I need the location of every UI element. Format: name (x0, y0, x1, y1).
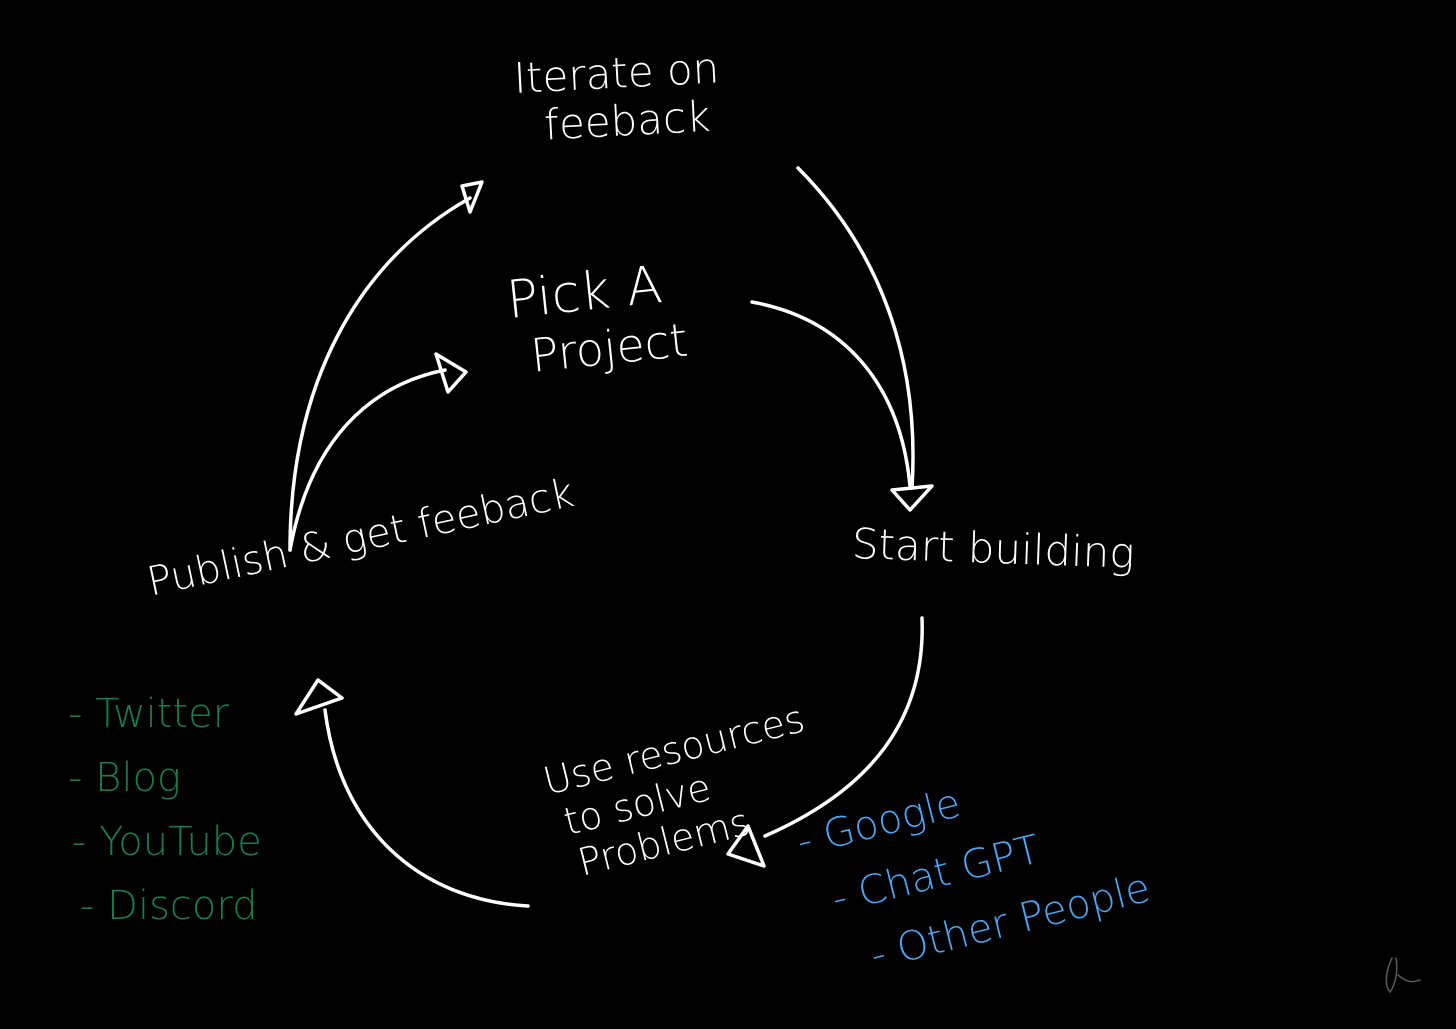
arrow-publish-to-iterate (288, 196, 472, 552)
arrow-pick-to-start (750, 300, 912, 488)
arrowhead-iterate (460, 180, 484, 214)
arrow-publish-to-pick (288, 368, 447, 552)
arrow-resources-to-publish (323, 708, 530, 908)
list-item-discord: - Discord (80, 883, 258, 929)
node-start-line1: Start building (851, 519, 1136, 578)
list-item-twitter: - Twitter (68, 691, 230, 737)
signature-mark (1385, 957, 1421, 994)
node-pick-a-project: Pick A Project (504, 254, 690, 384)
arrowhead-start-from-iterate (890, 484, 934, 512)
arrowhead-publish (294, 678, 344, 716)
node-start-building: Start building (851, 519, 1136, 578)
publish-channels-list: - Twitter - Blog - YouTube - Discord (68, 682, 262, 938)
arrow-start-to-resources (763, 616, 924, 838)
list-item-youtube: - YouTube (72, 819, 262, 865)
arrowhead-pick (434, 352, 468, 394)
list-item-blog: - Blog (68, 755, 181, 801)
arrowhead-resources (726, 824, 766, 868)
node-iterate-on-feedback: Iterate on feeback (512, 43, 722, 151)
arrow-iterate-to-start (796, 166, 915, 490)
